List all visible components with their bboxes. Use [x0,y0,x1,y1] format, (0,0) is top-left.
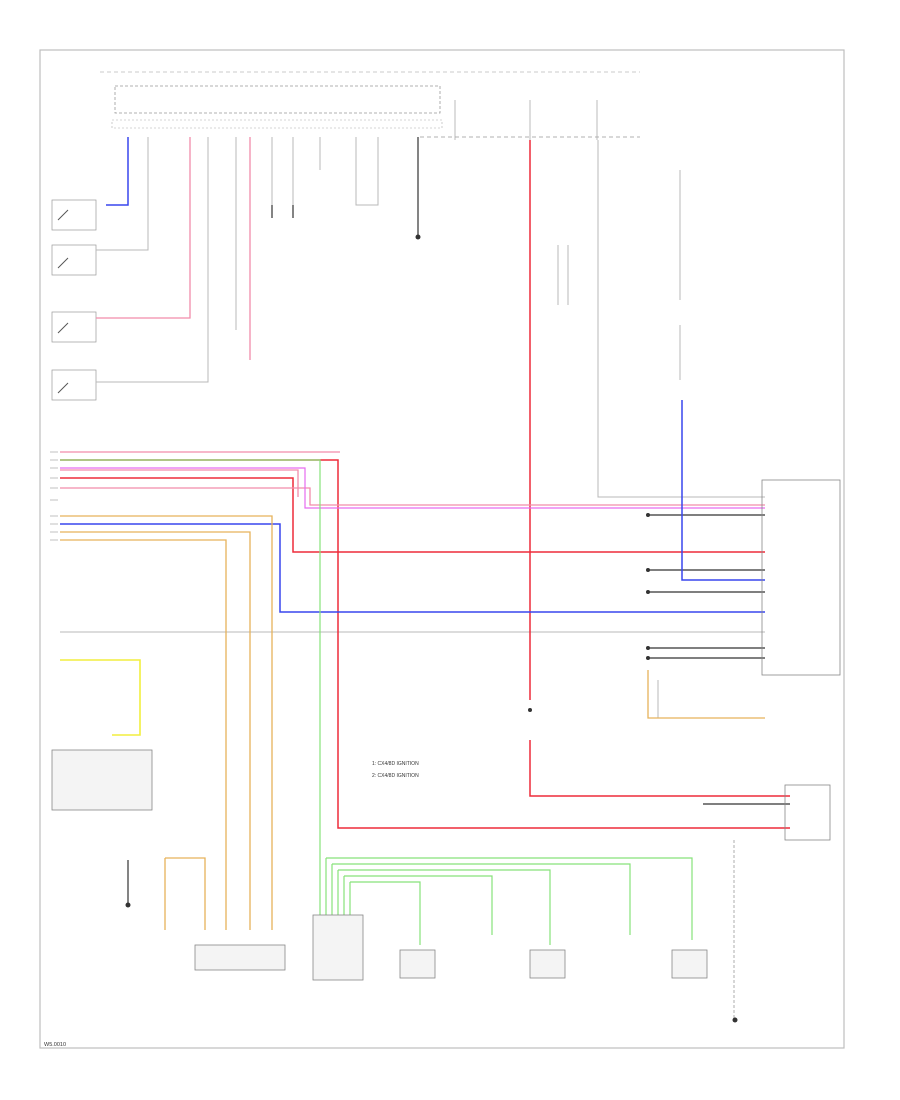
gray-wires-upper [60,137,765,718]
sensor-box-1 [399,949,436,979]
yellow-wires [60,659,141,736]
green-wires [60,459,693,945]
tan-wires [60,515,765,930]
legend-item: 1: CX4/8D IGNITION [372,761,419,767]
pink-wires [60,137,765,506]
connector-strip [111,119,443,129]
blue-wires [60,137,765,613]
left-sensor-block [51,749,153,811]
center-connector-block [312,914,364,981]
left-switch-group [51,199,97,401]
diagram-code: W5.0010 [44,1042,66,1048]
sensor-box-3 [671,949,708,979]
right-module [733,479,841,1020]
right-lower-connector [784,784,831,841]
splice-points [125,234,738,1023]
magenta-wires [60,467,765,509]
sensor-box-2 [529,949,566,979]
black-wires [127,137,790,905]
power-bus [100,71,640,140]
left-connector-block [194,944,286,971]
diagram-frame [39,49,845,1049]
legend: 1: CX4/8D IGNITION 2: CX4/8D IGNITION [372,761,419,779]
bottom-connectors [51,749,708,981]
left-connector-stubs [50,451,58,541]
legend-item: 2: CX4/8D IGNITION [372,773,419,779]
right-module-box [761,479,841,676]
junction-block [114,85,441,114]
